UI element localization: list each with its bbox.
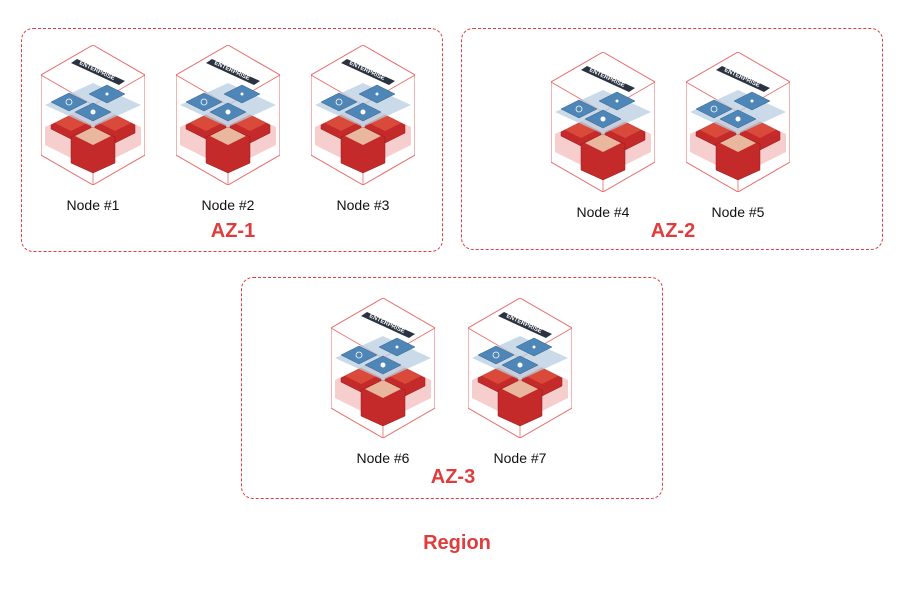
node-label: Node #7: [493, 450, 547, 466]
svg-text:ENTERPRISE: ENTERPRISE: [213, 60, 250, 82]
az-3-label: AZ-3: [430, 466, 476, 488]
node-6: ENTERPRISE Node #6: [331, 298, 435, 466]
redis-enterprise-node-icon: ENTERPRISE: [41, 45, 145, 185]
node-2: ENTERPRISE Node #2: [176, 45, 280, 213]
svg-text:ENTERPRISE: ENTERPRISE: [348, 60, 385, 82]
node-3: ENTERPRISE Node #3: [311, 45, 415, 213]
az-1-label: AZ-1: [210, 220, 256, 242]
node-label: Node #6: [356, 450, 410, 466]
node-label: Node #5: [711, 204, 765, 220]
redis-enterprise-node-icon: ENTERPRISE: [686, 52, 790, 192]
redis-enterprise-node-icon: ENTERPRISE: [468, 298, 572, 438]
node-label: Node #4: [576, 204, 630, 220]
region-label: Region: [423, 532, 491, 554]
node-5: ENTERPRISE Node #5: [686, 52, 790, 220]
svg-text:ENTERPRISE: ENTERPRISE: [505, 313, 542, 335]
node-label: Node #3: [336, 197, 390, 213]
svg-text:ENTERPRISE: ENTERPRISE: [723, 67, 760, 89]
redis-enterprise-node-icon: ENTERPRISE: [551, 52, 655, 192]
node-label: Node #2: [201, 197, 255, 213]
redis-enterprise-node-icon: ENTERPRISE: [311, 45, 415, 185]
az-3-zone: [241, 277, 663, 499]
redis-enterprise-node-icon: ENTERPRISE: [176, 45, 280, 185]
svg-text:ENTERPRISE: ENTERPRISE: [78, 60, 115, 82]
node-1: ENTERPRISE Node #1: [41, 45, 145, 213]
az-2-label: AZ-2: [650, 220, 696, 242]
node-7: ENTERPRISE Node #7: [468, 298, 572, 466]
redis-enterprise-node-icon: ENTERPRISE: [331, 298, 435, 438]
az-2-zone: [461, 28, 883, 250]
svg-text:ENTERPRISE: ENTERPRISE: [588, 67, 625, 89]
svg-text:ENTERPRISE: ENTERPRISE: [368, 313, 405, 335]
node-label: Node #1: [66, 197, 120, 213]
az-1-zone: [21, 28, 443, 252]
node-4: ENTERPRISE Node #4: [551, 52, 655, 220]
